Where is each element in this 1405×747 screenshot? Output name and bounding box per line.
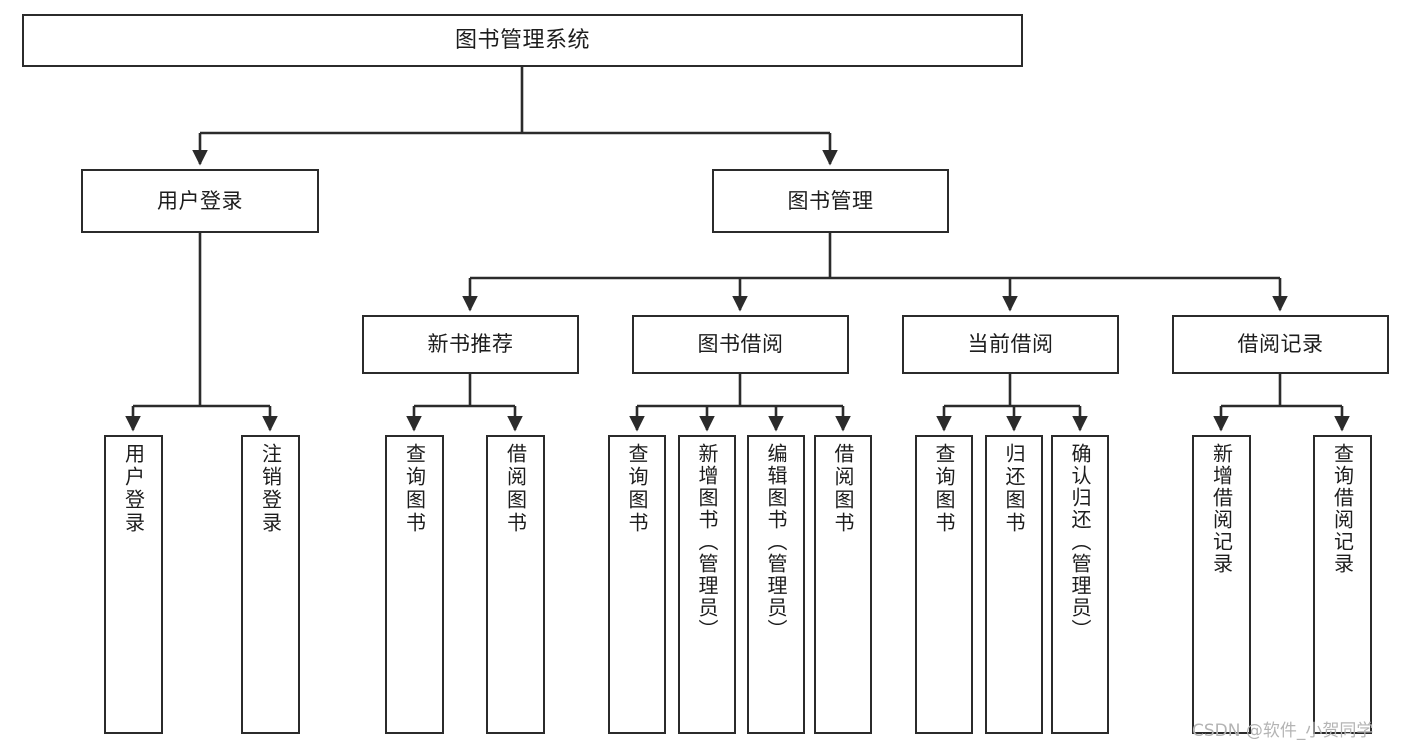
leaf-node-label: 用户登录 <box>121 443 146 535</box>
node-root-label: 图书管理系统 <box>454 27 590 53</box>
leaf-node-label: 借阅图书 <box>503 443 528 535</box>
leaf-node[interactable]: 用户登录 <box>104 435 163 734</box>
leaf-node-label: 确认归还（管理员） <box>1068 443 1092 641</box>
node-current-borrow-label: 当前借阅 <box>967 332 1054 357</box>
leaf-node-label: 新增图书（管理员） <box>695 443 719 641</box>
node-current-borrow[interactable]: 当前借阅 <box>902 315 1119 374</box>
node-user-login[interactable]: 用户登录 <box>81 169 319 233</box>
node-borrow-record-label: 借阅记录 <box>1237 332 1324 357</box>
leaf-node-label: 借阅图书 <box>831 443 855 535</box>
leaf-node[interactable]: 新增图书（管理员） <box>678 435 736 734</box>
leaf-node-label: 编辑图书（管理员） <box>764 443 788 641</box>
leaf-node[interactable]: 借阅图书 <box>814 435 872 734</box>
node-borrow-record[interactable]: 借阅记录 <box>1172 315 1389 374</box>
leaf-node[interactable]: 借阅图书 <box>486 435 545 734</box>
leaf-node-label: 新增借阅记录 <box>1209 443 1234 575</box>
watermark: CSDN @软件_小贺同学 <box>1192 721 1374 741</box>
leaf-node[interactable]: 编辑图书（管理员） <box>747 435 805 734</box>
node-new-book-recommend[interactable]: 新书推荐 <box>362 315 579 374</box>
node-new-book-recommend-label: 新书推荐 <box>427 332 514 357</box>
node-book-management-label: 图书管理 <box>787 188 874 213</box>
leaf-node[interactable]: 查询图书 <box>608 435 666 734</box>
leaf-node-label: 查询图书 <box>932 443 956 535</box>
leaf-node-label: 注销登录 <box>258 443 283 535</box>
node-book-management[interactable]: 图书管理 <box>712 169 949 233</box>
node-book-borrow[interactable]: 图书借阅 <box>632 315 849 374</box>
leaf-node[interactable]: 查询图书 <box>385 435 444 734</box>
leaf-node-label: 查询图书 <box>625 443 649 535</box>
leaf-node[interactable]: 查询借阅记录 <box>1313 435 1372 734</box>
leaf-node[interactable]: 注销登录 <box>241 435 300 734</box>
leaf-node-label: 查询图书 <box>402 443 427 535</box>
leaf-node[interactable]: 确认归还（管理员） <box>1051 435 1109 734</box>
leaf-node-label: 查询借阅记录 <box>1330 443 1355 575</box>
node-root[interactable]: 图书管理系统 <box>22 14 1023 67</box>
node-book-borrow-label: 图书借阅 <box>697 332 784 357</box>
leaf-node[interactable]: 查询图书 <box>915 435 973 734</box>
leaf-node[interactable]: 归还图书 <box>985 435 1043 734</box>
leaf-node-label: 归还图书 <box>1002 443 1026 535</box>
leaf-node[interactable]: 新增借阅记录 <box>1192 435 1251 734</box>
node-user-login-label: 用户登录 <box>157 188 243 213</box>
